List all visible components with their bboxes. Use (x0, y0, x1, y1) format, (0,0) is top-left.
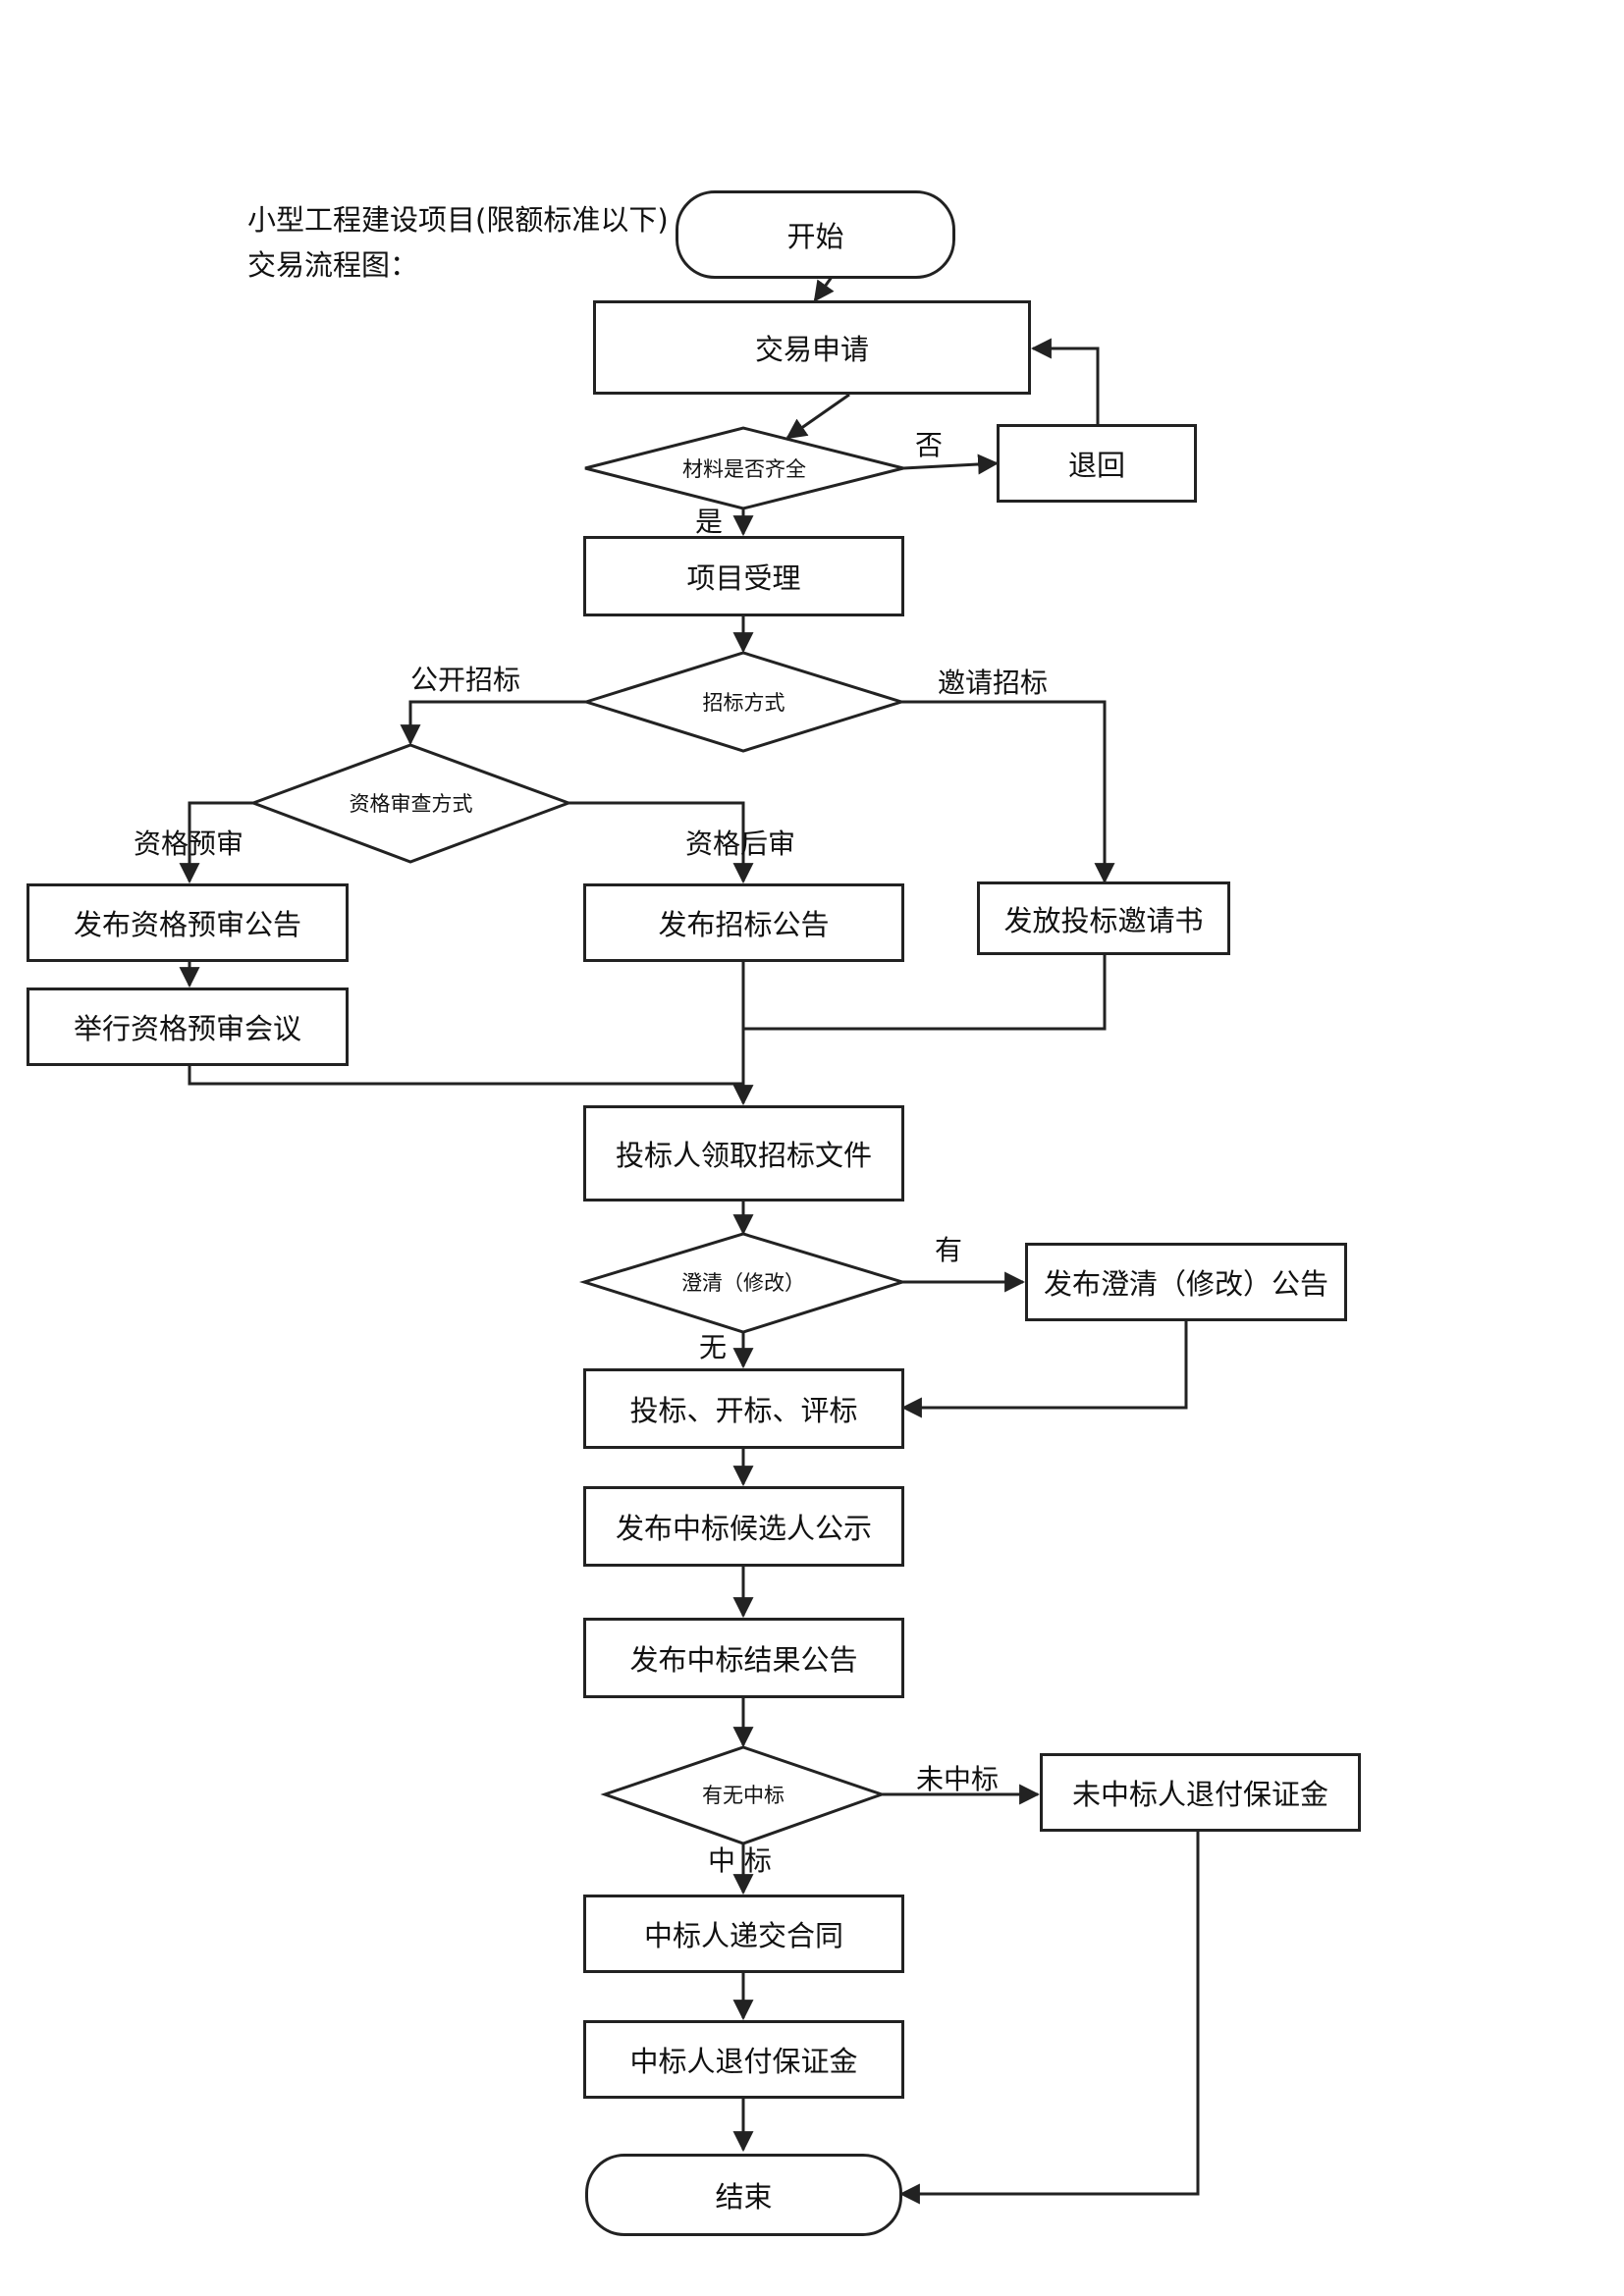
node-winner-refund: 中标人退付保证金 (583, 2020, 904, 2099)
label-open-bid: 公开招标 (410, 664, 521, 696)
label-none: 无 (699, 1331, 728, 1363)
edge-return-apply (1030, 338, 1100, 424)
edge-method-invite (901, 700, 1115, 884)
edge-method-qual (400, 700, 586, 746)
edge-invite-docs (743, 955, 1107, 1031)
diamond-win-check (600, 1745, 887, 1845)
node-get-docs: 投标人领取招标文件 (583, 1105, 904, 1201)
label-pre-qual: 资格预审 (134, 828, 244, 860)
diamond-qual-method (248, 743, 573, 864)
label-not-won: 未中标 (916, 1763, 1000, 1795)
node-apply: 交易申请 (593, 300, 1031, 395)
node-invite-letter: 发放投标邀请书 (977, 881, 1230, 955)
edge-notice-bidding (900, 1319, 1188, 1418)
node-candidate-notice: 发布中标候选人公示 (583, 1486, 904, 1567)
edge-apply-check (785, 393, 850, 440)
node-pre-qual-notice: 发布资格预审公告 (27, 883, 349, 962)
label-invite-bid: 邀请招标 (938, 667, 1049, 699)
edge-check-return (902, 454, 1000, 475)
node-end: 结束 (585, 2154, 902, 2236)
node-qual-method: 资格审查方式 (349, 792, 473, 816)
node-contract: 中标人递交合同 (583, 1895, 904, 1973)
node-bid-method: 招标方式 (702, 691, 785, 715)
edge-meeting-docs (188, 1066, 743, 1086)
node-clarify: 澄清（修改） (681, 1271, 805, 1295)
diamond-clarify (578, 1232, 908, 1334)
node-clarify-notice: 发布澄清（修改）公告 (1025, 1243, 1347, 1321)
node-win-check: 有无中标 (702, 1784, 785, 1807)
node-return: 退回 (997, 424, 1197, 503)
node-check-materials: 材料是否齐全 (682, 457, 806, 481)
node-bidding: 投标、开标、评标 (583, 1368, 904, 1449)
label-no: 否 (915, 429, 944, 461)
node-start: 开始 (676, 190, 955, 279)
edge-qual-prequal (179, 801, 253, 884)
node-loser-refund: 未中标人退付保证金 (1040, 1753, 1361, 1832)
diagram-title: 小型工程建设项目(限额标准以下) (247, 203, 669, 237)
diamond-check-materials (584, 426, 904, 510)
label-won: 中 标 (708, 1844, 772, 1877)
edge-loser-end (898, 1832, 1200, 2205)
node-accept: 项目受理 (583, 536, 904, 616)
edge-qual-bidnotice (568, 801, 754, 884)
node-pre-qual-meeting: 举行资格预审会议 (27, 988, 349, 1066)
node-bid-notice: 发布招标公告 (583, 883, 904, 962)
diamond-bid-method (580, 651, 907, 753)
label-has: 有 (935, 1234, 963, 1266)
label-post-qual: 资格后审 (685, 828, 796, 860)
label-yes: 是 (695, 506, 724, 538)
diagram-subtitle: 交易流程图： (247, 248, 419, 282)
node-result-notice: 发布中标结果公告 (583, 1618, 904, 1698)
